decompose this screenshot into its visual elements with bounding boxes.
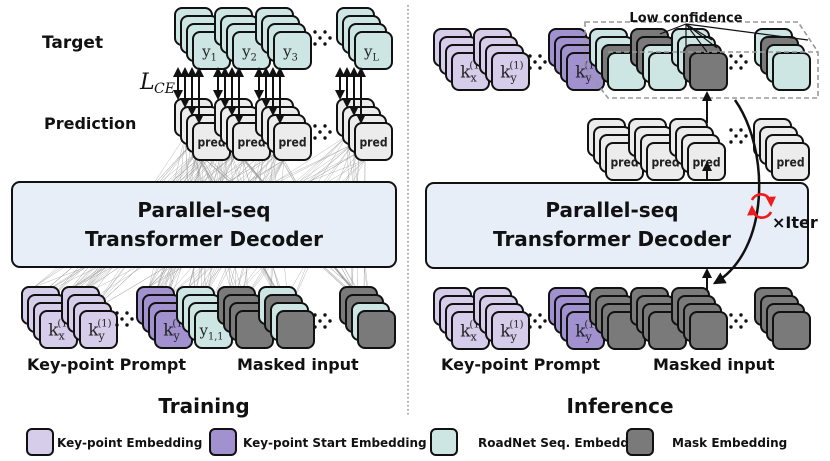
legend-label: Mask Embedding (672, 436, 787, 450)
inference-input-mask (671, 287, 728, 350)
iteration-cycle-icon (747, 193, 776, 219)
svg-text:(1): (1) (172, 319, 186, 330)
svg-text:(1): (1) (509, 61, 523, 72)
svg-text:(1): (1) (469, 320, 483, 331)
legend-label: RoadNet Seq. Embedding (478, 436, 650, 450)
legend-swatch (626, 428, 654, 456)
training-prompt-label: Key-point Prompt (27, 355, 186, 374)
svg-text:CE: CE (154, 81, 175, 97)
inference-decoder: Parallel-seq Transformer Decoder (425, 182, 809, 269)
inference-input-mask (754, 287, 811, 350)
ellipsis-dots (528, 313, 547, 329)
inference-masked-label: Masked input (653, 355, 775, 374)
svg-text:(1): (1) (469, 61, 483, 72)
token-stack-mask (339, 286, 396, 349)
svg-text:(1): (1) (584, 320, 598, 331)
ellipsis-dots (729, 54, 748, 70)
loss-arrows (173, 67, 366, 124)
inference-pred-stack: pred (628, 118, 685, 181)
inference-output-stack (589, 28, 646, 91)
target-token-stack: yL (336, 7, 393, 70)
legend-swatch (430, 428, 458, 456)
pred-label: pred (776, 156, 804, 170)
svg-text:(1): (1) (57, 319, 71, 330)
legend-item: RoadNet Seq. Embedding (430, 428, 650, 456)
inference-output-stack (671, 28, 728, 91)
legend-label: Key-point Embedding (57, 436, 202, 450)
iter-label: ×Iter (772, 213, 818, 232)
svg-text:Parallel-seq: Parallel-seq (545, 198, 678, 222)
low-confidence-box (584, 21, 819, 99)
ellipsis-dots (729, 128, 748, 144)
inference-input-ky: ky(1) (473, 287, 530, 350)
token-stack-ky: ky(1) (61, 286, 118, 349)
pred-token-stack: pred (255, 98, 312, 161)
ellipsis-dots (313, 30, 332, 46)
target-token-stack: y2 (214, 7, 271, 70)
pred-label: pred (359, 136, 387, 150)
inference-output-stack (754, 28, 811, 91)
inference-flow-arrows (702, 91, 761, 290)
svg-text:(1): (1) (509, 320, 523, 331)
pred-label: pred (237, 136, 265, 150)
pred-label: pred (610, 156, 638, 170)
inference-token-stack-kx: kx(1) (433, 28, 490, 91)
legend-item: Key-point Embedding (26, 428, 202, 456)
training-decoder: Parallel-seq Transformer Decoder (11, 181, 397, 268)
inference-input-ky-start: ky(1) (548, 287, 605, 350)
low-confidence-label: Low confidence (629, 11, 742, 26)
pred-label: pred (651, 156, 679, 170)
svg-text:Parallel-seq: Parallel-seq (137, 198, 270, 222)
legend-swatch (209, 428, 237, 456)
inference-input-kx: kx(1) (433, 287, 490, 350)
legend-item: Mask Embedding (626, 428, 787, 456)
legend-item: Key-point Start Embedding (209, 428, 427, 456)
token-stack-mask (258, 286, 315, 349)
legend-swatch (26, 428, 54, 456)
ellipsis-dots (528, 54, 547, 70)
prediction-label: Prediction (44, 114, 136, 133)
training-title: Training (158, 394, 249, 418)
inference-title: Inference (566, 394, 673, 418)
ellipsis-dots (313, 124, 332, 140)
svg-text:Transformer Decoder: Transformer Decoder (85, 227, 323, 251)
ellipsis-dots (313, 313, 332, 329)
training-masked-label: Masked input (237, 355, 359, 374)
pred-label: pred (278, 136, 306, 150)
svg-text:(1): (1) (584, 61, 598, 72)
token-stack-y11: y1,1 (176, 286, 233, 349)
loss-label: L CE (139, 70, 175, 97)
inference-prompt-label: Key-point Prompt (441, 355, 600, 374)
inference-token-stack-ky: ky(1) (473, 28, 530, 91)
low-confidence-pointers (659, 23, 809, 53)
svg-text:Transformer Decoder: Transformer Decoder (493, 227, 731, 251)
target-token-stack: y3 (255, 7, 312, 70)
inference-pred-stack: pred (753, 118, 810, 181)
ellipsis-dots (729, 313, 748, 329)
ellipsis-dots (115, 311, 134, 327)
svg-text:(1): (1) (97, 319, 111, 330)
legend-label: Key-point Start Embedding (243, 436, 427, 450)
svg-text:L: L (139, 70, 155, 95)
pred-label: pred (197, 136, 225, 150)
inference-pred-stack: pred (669, 118, 726, 181)
legend: Key-point Embedding Key-point Start Embed… (26, 428, 787, 456)
target-label: Target (42, 33, 103, 53)
